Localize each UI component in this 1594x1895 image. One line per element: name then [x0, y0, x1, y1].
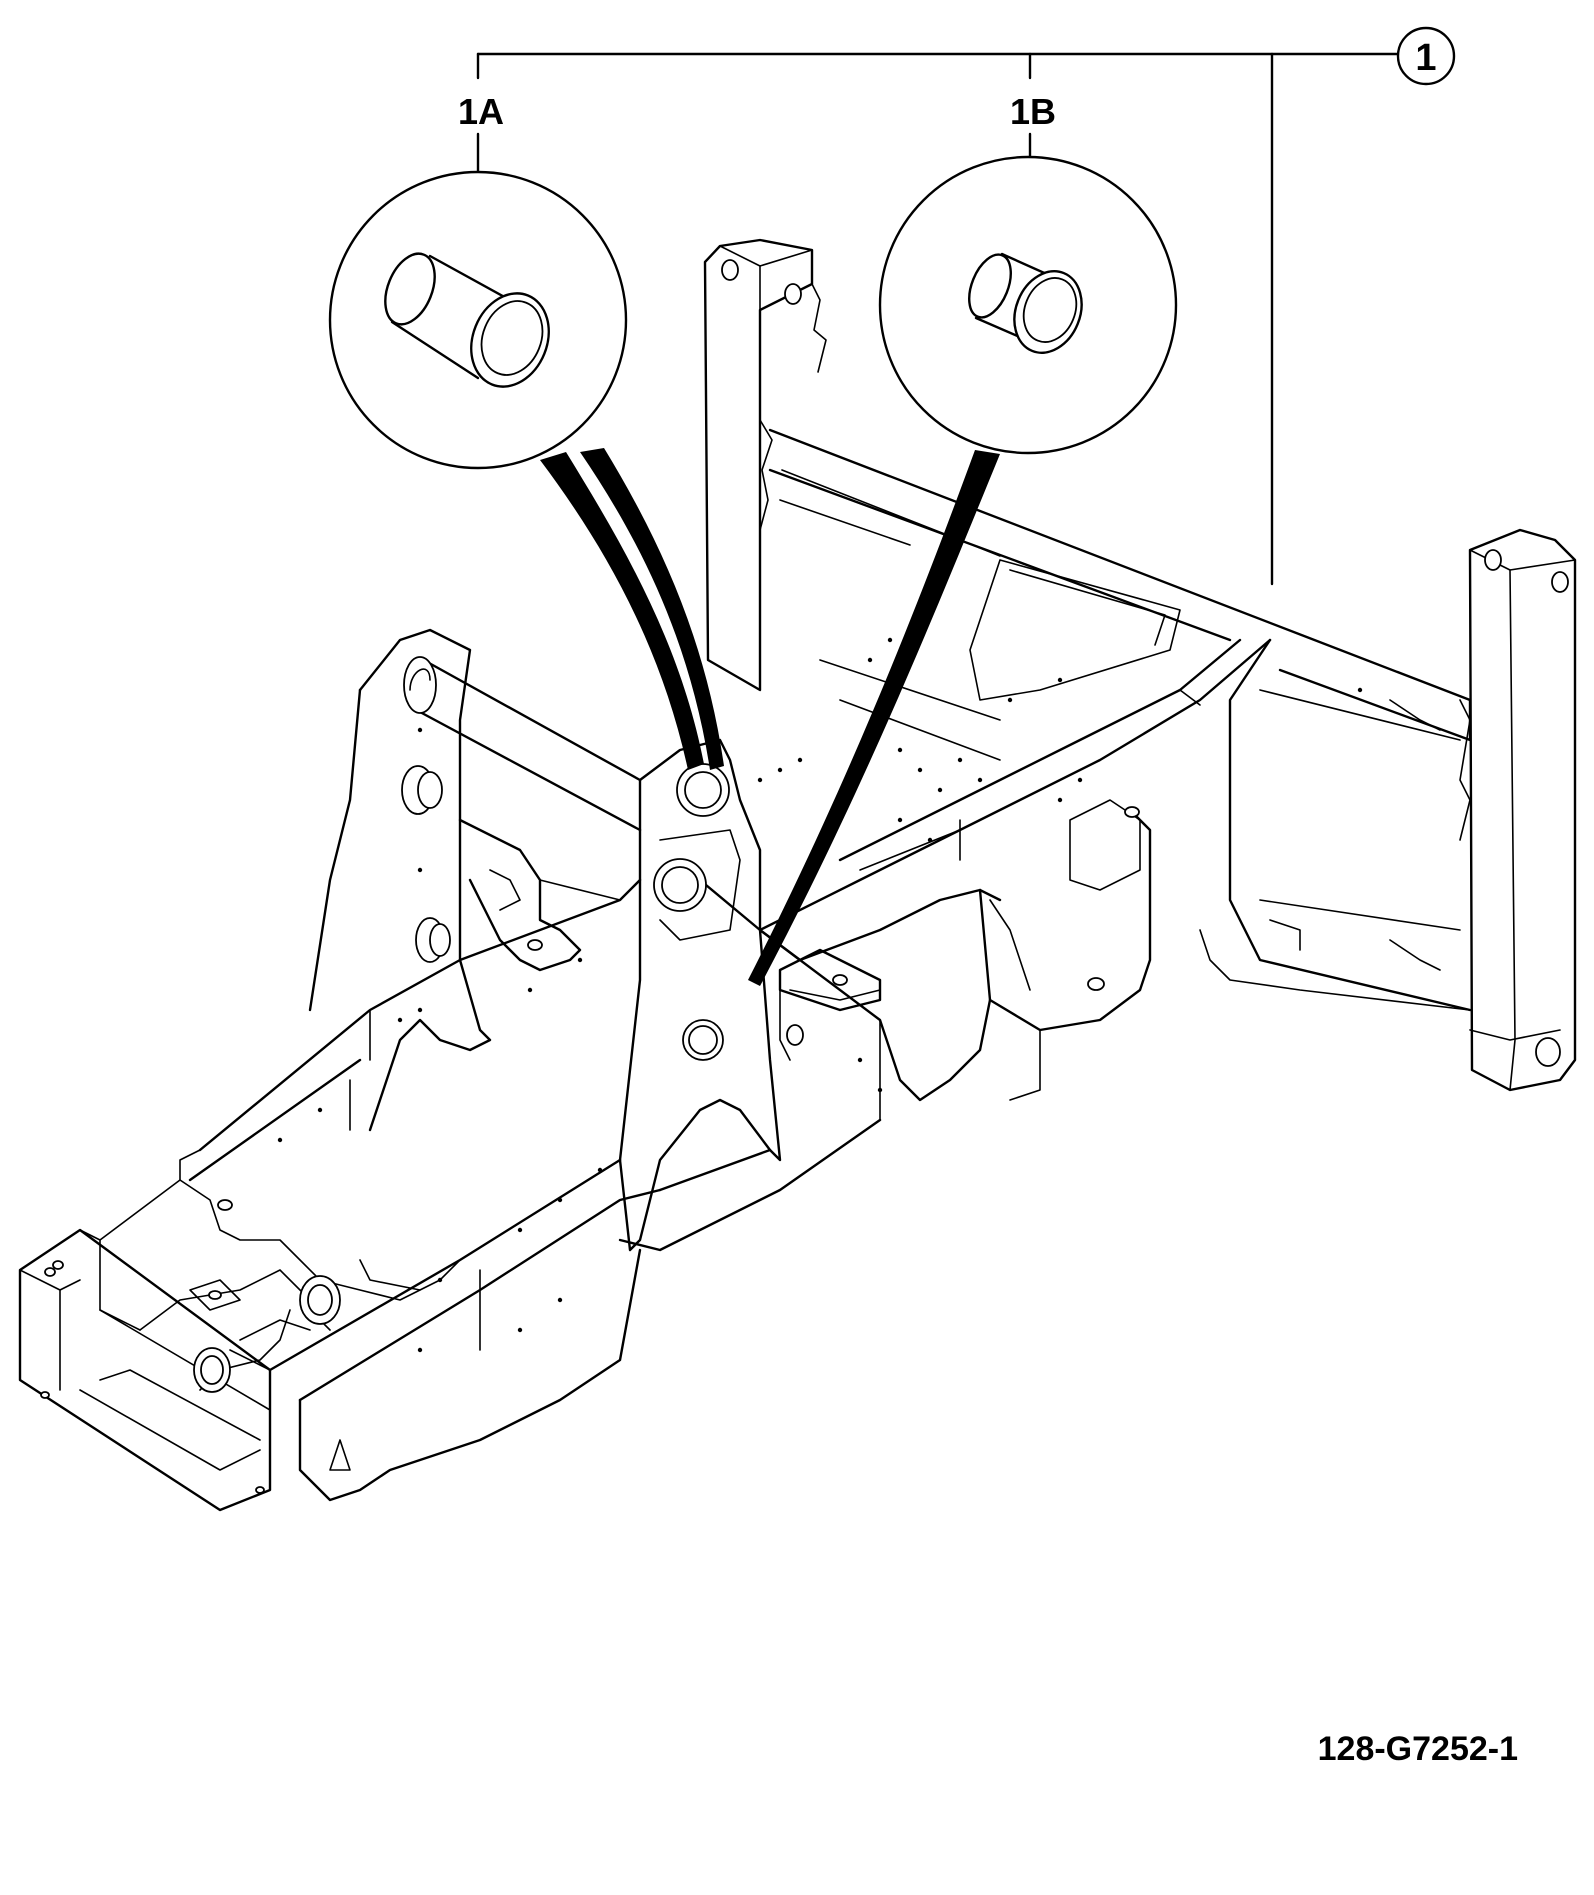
- frame-holes: [757, 637, 1363, 1093]
- detail-1b: [748, 155, 1178, 986]
- rear-crossbeam: [768, 428, 1472, 742]
- rear-right-structure: [1199, 638, 1472, 1012]
- left-bracket: [458, 818, 621, 972]
- front-lower-panel: [298, 1248, 642, 1502]
- crossbar-tube: [403, 656, 642, 832]
- left-tower: [308, 628, 492, 1132]
- center-tower: [618, 738, 782, 1252]
- callout-main-label: 1: [1415, 37, 1436, 79]
- right-side-rail: [758, 638, 1272, 962]
- callout-main: 1: [1396, 26, 1456, 86]
- front-right-rail: [268, 1118, 882, 1402]
- front-end: [18, 1228, 272, 1512]
- right-lower-panel: [978, 799, 1152, 1101]
- center-body: [698, 659, 1001, 1121]
- callout-right-label: 1B: [1010, 91, 1056, 132]
- figure-id: 128-G7252-1: [1318, 1730, 1518, 1768]
- bushing-1a: [384, 252, 550, 388]
- callout-leaders: [476, 52, 1399, 586]
- rear-right-post: [1459, 528, 1577, 1092]
- loader-frame: [18, 238, 1577, 1512]
- rear-left-post: [703, 238, 827, 692]
- detail-1a: [328, 170, 724, 770]
- front-left-rail: [188, 878, 642, 1182]
- bushing-1b: [968, 252, 1083, 354]
- small-bracket: [778, 948, 882, 1061]
- front-interior: [99, 1149, 461, 1393]
- callout-left-label: 1A: [458, 91, 504, 132]
